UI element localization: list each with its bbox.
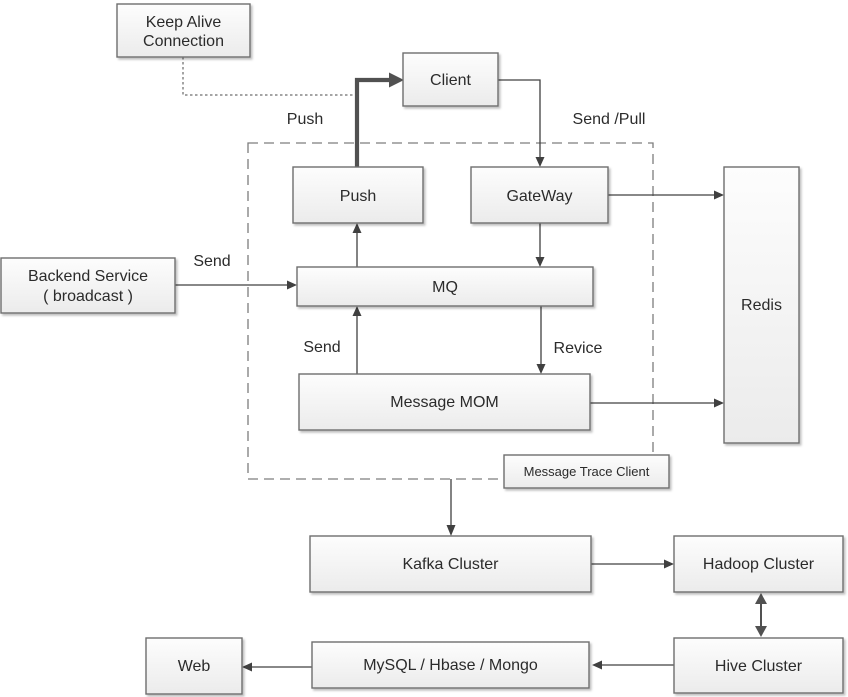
node-mysql-hbase-mongo: MySQL / Hbase / Mongo bbox=[311, 641, 590, 689]
message-mom-box bbox=[298, 373, 591, 431]
edge-client-to-gateway bbox=[498, 79, 541, 157]
mysql-hbase-mongo-label: MySQL / Hbase / Mongo bbox=[363, 657, 538, 674]
node-push: Push bbox=[292, 166, 424, 224]
edge-label-revice: Revice bbox=[554, 340, 603, 357]
keep-alive-box bbox=[116, 3, 251, 58]
message-trace-client-label: Message Trace Client bbox=[524, 464, 650, 479]
dashed-boundary bbox=[247, 142, 654, 480]
edge-backend-to-mq-arrowhead bbox=[287, 280, 297, 290]
edge-mom-to-mq-arrowhead bbox=[352, 306, 362, 316]
node-gateway: GateWay bbox=[470, 166, 609, 224]
mq-label: MQ bbox=[432, 279, 458, 296]
backend-service-box bbox=[0, 257, 176, 314]
web-box bbox=[145, 637, 243, 695]
kafka-cluster-box bbox=[309, 535, 592, 593]
edge-mysql-to-web-arrowhead bbox=[242, 662, 252, 672]
client-label: Client bbox=[430, 72, 471, 89]
edge-hive-to-mysql-arrowhead bbox=[592, 660, 602, 670]
hive-cluster-label: Hive Cluster bbox=[715, 658, 803, 675]
client-box bbox=[402, 52, 499, 107]
keep-alive-label-line2: Connection bbox=[143, 33, 224, 50]
mq-box bbox=[296, 266, 594, 307]
kafka-cluster-label: Kafka Cluster bbox=[402, 556, 499, 573]
edge-keepalive-dotted bbox=[182, 57, 356, 96]
message-trace-client-box bbox=[503, 454, 670, 489]
keep-alive-label-line1: Keep Alive bbox=[146, 14, 222, 31]
backend-service-label-line1: Backend Service bbox=[28, 268, 148, 285]
edge-gateway-to-mq-arrowhead bbox=[535, 257, 545, 267]
node-web: Web bbox=[145, 637, 243, 695]
edge-label-send-broadcast: Send bbox=[193, 253, 230, 270]
hadoop-cluster-label: Hadoop Cluster bbox=[703, 556, 815, 573]
hive-cluster-box bbox=[673, 637, 844, 694]
hadoop-cluster-box bbox=[673, 535, 844, 593]
node-kafka-cluster: Kafka Cluster bbox=[309, 535, 592, 593]
mysql-hbase-mongo-box bbox=[311, 641, 590, 689]
edge-gateway-to-redis-arrowhead bbox=[714, 190, 724, 200]
node-message-mom: Message MOM bbox=[298, 373, 591, 431]
redis-box bbox=[723, 166, 800, 444]
node-message-trace-client: Message Trace Client bbox=[503, 454, 670, 489]
edge-client-to-gateway-arrowhead bbox=[535, 157, 545, 167]
push-box bbox=[292, 166, 424, 224]
node-client: Client bbox=[402, 52, 499, 107]
redis-label: Redis bbox=[741, 297, 782, 314]
push-label: Push bbox=[340, 188, 376, 205]
node-hive-cluster: Hive Cluster bbox=[673, 637, 844, 694]
node-mq: MQ bbox=[296, 266, 594, 307]
edge-label-send-mom-to-mq: Send bbox=[303, 339, 340, 356]
edge-hadoop-hive-down-arrowhead bbox=[755, 626, 767, 637]
edge-boundary-to-kafka-arrowhead bbox=[446, 525, 456, 536]
backend-service-label-line2: ( broadcast ) bbox=[43, 288, 133, 305]
edge-label-push: Push bbox=[287, 111, 323, 128]
edge-mq-to-push-arrowhead bbox=[352, 223, 362, 233]
node-backend-service: Backend Service ( broadcast ) bbox=[0, 257, 176, 314]
edge-label-send-pull: Send /Pull bbox=[573, 111, 646, 128]
web-label: Web bbox=[178, 658, 211, 675]
gateway-label: GateWay bbox=[506, 188, 572, 205]
gateway-box bbox=[470, 166, 609, 224]
edge-mq-to-mom-arrowhead bbox=[536, 364, 546, 374]
edge-push-to-client-arrowhead bbox=[389, 72, 404, 88]
node-redis: Redis bbox=[723, 166, 800, 444]
edge-push-to-client bbox=[354, 77, 389, 170]
node-hadoop-cluster: Hadoop Cluster bbox=[673, 535, 844, 593]
edge-kafka-to-hadoop-arrowhead bbox=[664, 559, 674, 569]
node-keep-alive-connection: Keep Alive Connection bbox=[116, 3, 251, 58]
edge-hadoop-hive-up-arrowhead bbox=[755, 593, 767, 604]
message-mom-label: Message MOM bbox=[390, 394, 498, 411]
edge-mom-to-redis-arrowhead bbox=[714, 398, 724, 408]
